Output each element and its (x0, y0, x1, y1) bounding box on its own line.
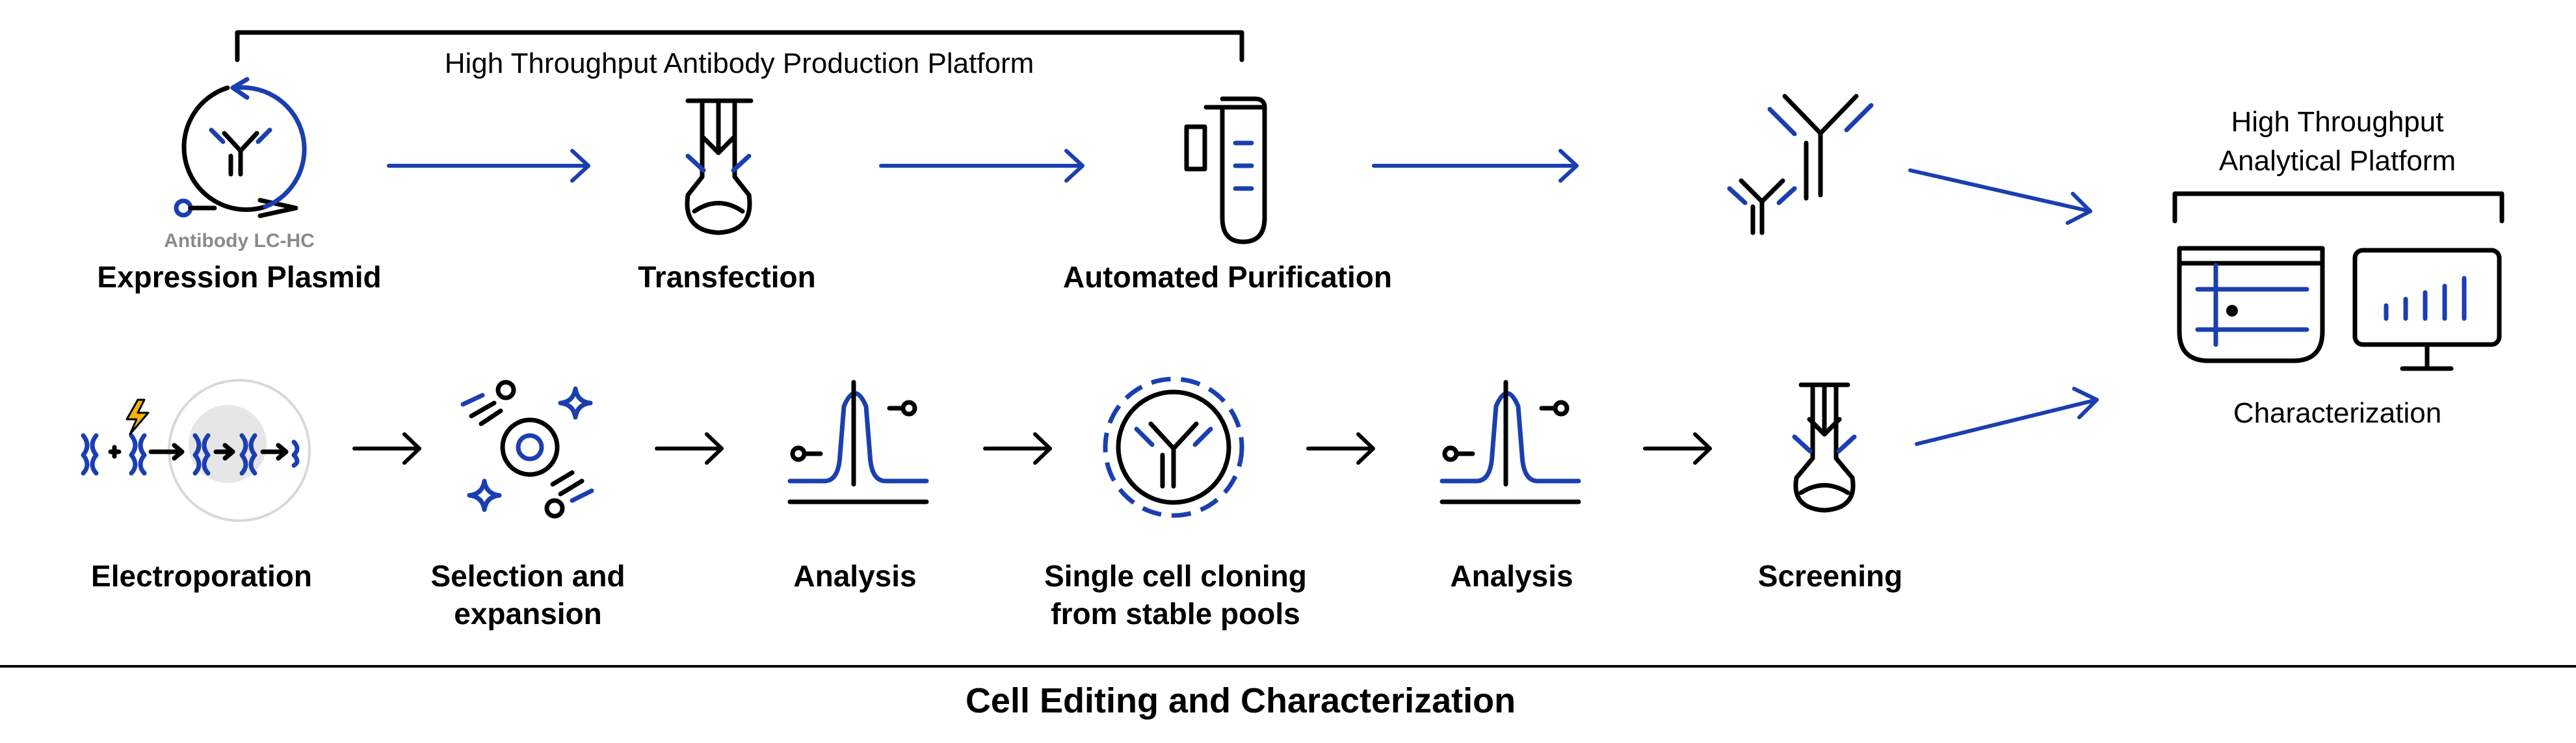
transfection-flask-icon (685, 98, 754, 235)
selection-expansion-icon (460, 380, 594, 519)
transfection-label: Transfection (638, 260, 816, 294)
analysis-peak-icon-2 (1439, 380, 1581, 504)
arrow-analysis-to-screening (1643, 432, 1712, 465)
arrow-selection-to-analysis (655, 432, 724, 465)
arrow-purification-to-antibodies (1372, 149, 1579, 183)
characterization-label: Characterization (2233, 397, 2441, 429)
plasmid-sublabel: Antibody LC-HC (164, 230, 315, 252)
electroporation-icon (81, 379, 311, 522)
arrow-plasmid-to-transfection (387, 149, 590, 183)
arrow-screening-to-analytical (1915, 387, 2099, 446)
analytical-platform-bracket (2172, 191, 2504, 224)
analytical-platform-title-line1: High Throughput (2231, 106, 2444, 138)
cloning-label-line1: Single cell cloning (1044, 559, 1307, 593)
cloning-label-line2: from stable pools (1051, 597, 1300, 631)
arrow-antibodies-to-analytical (1908, 168, 2092, 225)
electroporation-label: Electroporation (91, 559, 312, 593)
purification-tube-icon (1184, 96, 1267, 244)
expression-plasmid-label: Expression Plasmid (97, 260, 381, 294)
selection-label-line2: expansion (454, 597, 602, 631)
single-cell-cloning-icon (1103, 376, 1244, 518)
monitor-chart-icon (2352, 248, 2502, 371)
plate-reader-icon (2177, 246, 2325, 363)
production-platform-bracket (235, 30, 1244, 62)
screening-label: Screening (1758, 559, 1902, 593)
arrow-cloning-to-analysis (1306, 432, 1375, 465)
analysis-label-2: Analysis (1450, 559, 1573, 593)
arrow-transfection-to-purification (879, 149, 1084, 183)
selection-label-line1: Selection and (430, 559, 625, 593)
arrow-analysis-to-cloning (983, 432, 1052, 465)
analysis-peak-icon (787, 380, 929, 504)
analysis-label-1: Analysis (793, 559, 916, 593)
footer-title: Cell Editing and Characterization (966, 681, 1516, 720)
production-platform-label: High Throughput Antibody Production Plat… (445, 47, 1034, 79)
antibodies-icon (1727, 94, 1874, 235)
plasmid-icon (174, 77, 307, 218)
analytical-platform-title-line2: Analytical Platform (2219, 145, 2456, 177)
screening-flask-icon (1792, 382, 1857, 513)
arrow-electroporation-to-selection (352, 432, 421, 465)
automated-purification-label: Automated Purification (1063, 260, 1392, 294)
